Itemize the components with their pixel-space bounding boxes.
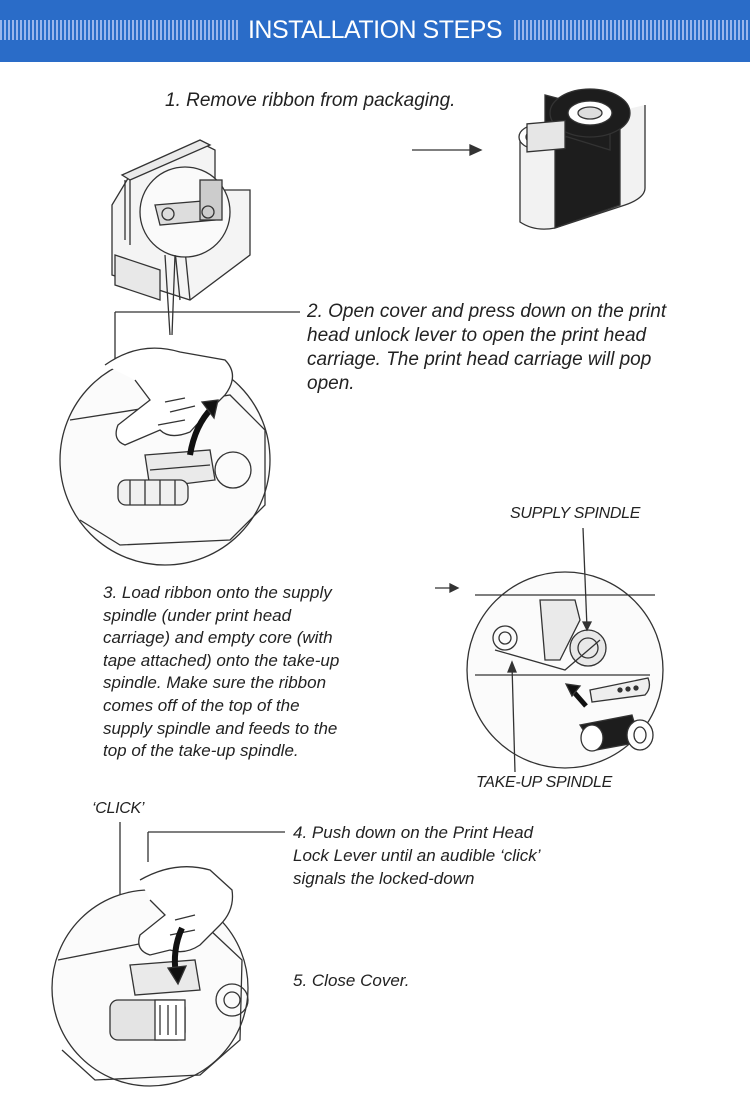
step-3-line: top of the take-up spindle. bbox=[103, 741, 299, 761]
supply-spindle-leader bbox=[582, 527, 588, 629]
step-3-line: carriage) and empty core (with bbox=[103, 628, 333, 648]
step-3-line: tape attached) onto the take-up bbox=[103, 650, 340, 670]
step-3-text: 3. Load ribbon onto the supply spindle (… bbox=[103, 582, 339, 763]
step-1-text: 1. Remove ribbon from packaging. bbox=[165, 90, 456, 111]
step-3-line: comes off of the top of the bbox=[103, 695, 300, 715]
takeup-spindle-label: TAKE-UP SPINDLE bbox=[476, 774, 612, 791]
unlock-lever-zoom bbox=[59, 347, 271, 566]
step-5-text: 5. Close Cover. bbox=[293, 971, 410, 990]
step-4-line: signals the locked-down bbox=[293, 869, 475, 888]
ribbon-roll-illustration bbox=[518, 88, 646, 230]
page-title: INSTALLATION STEPS bbox=[0, 16, 750, 45]
step-2-line: head unlock lever to open the print head bbox=[307, 325, 647, 346]
step-3-line: spindle (under print head bbox=[103, 605, 292, 625]
step-2-text: 2. Open cover and press down on the prin… bbox=[307, 300, 666, 396]
step-2-line: 2. Open cover and press down on the prin… bbox=[307, 301, 667, 322]
click-label: ‘CLICK’ bbox=[92, 800, 145, 817]
step-3-line: spindle. Make sure the ribbon bbox=[103, 673, 327, 693]
step-3-line: supply spindle and feeds to the bbox=[103, 718, 338, 738]
step-3-line: 3. Load ribbon onto the supply bbox=[103, 583, 332, 602]
supply-spindle-label: SUPPLY SPINDLE bbox=[510, 505, 641, 522]
leader-line bbox=[164, 254, 176, 336]
step-2-line: open. bbox=[307, 373, 355, 394]
step-2-line: carriage. The print head carriage will p… bbox=[307, 349, 652, 370]
step-4-line: 4. Push down on the Print Head bbox=[293, 823, 534, 842]
takeup-spindle-leader bbox=[511, 664, 516, 773]
banner-stripes-left bbox=[0, 20, 250, 40]
header-banner: INSTALLATION STEPS bbox=[0, 0, 750, 62]
step-4-text: 4. Push down on the Print Head Lock Leve… bbox=[293, 821, 541, 890]
step-4-line: Lock Lever until an audible ‘click’ bbox=[293, 846, 541, 865]
spindles-zoom bbox=[466, 571, 664, 769]
printer-illustration bbox=[111, 139, 251, 301]
banner-stripes-right bbox=[514, 20, 750, 40]
lock-lever-zoom bbox=[51, 866, 249, 1087]
